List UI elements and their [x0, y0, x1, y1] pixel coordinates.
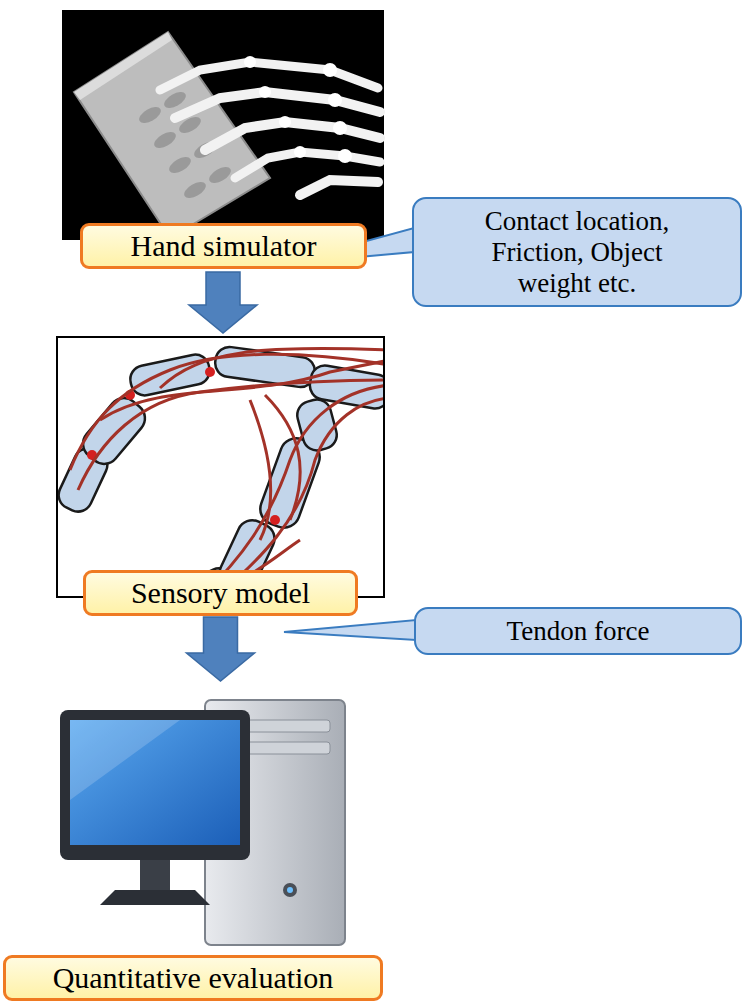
hand-simulator-box: Hand simulator — [62, 10, 384, 268]
input-callout: Contact location, Friction, Object weigh… — [412, 197, 742, 307]
evaluation-box: Quantitative evaluation — [3, 685, 383, 1000]
callout-text: Tendon force — [507, 616, 650, 647]
sensory-model-image — [54, 337, 392, 616]
sensory-model-box: Sensory model — [57, 337, 384, 613]
block-arrow — [187, 617, 255, 681]
box-label: Quantitative evaluation — [3, 955, 383, 1001]
box-label: Sensory model — [83, 570, 358, 616]
box-label: Hand simulator — [80, 223, 367, 269]
block-arrow — [189, 272, 257, 333]
computer-image — [60, 700, 345, 945]
callout-text: Contact location, Friction, Object weigh… — [454, 206, 700, 299]
hand-simulator-image — [62, 10, 384, 240]
output-callout: Tendon force — [414, 607, 742, 655]
